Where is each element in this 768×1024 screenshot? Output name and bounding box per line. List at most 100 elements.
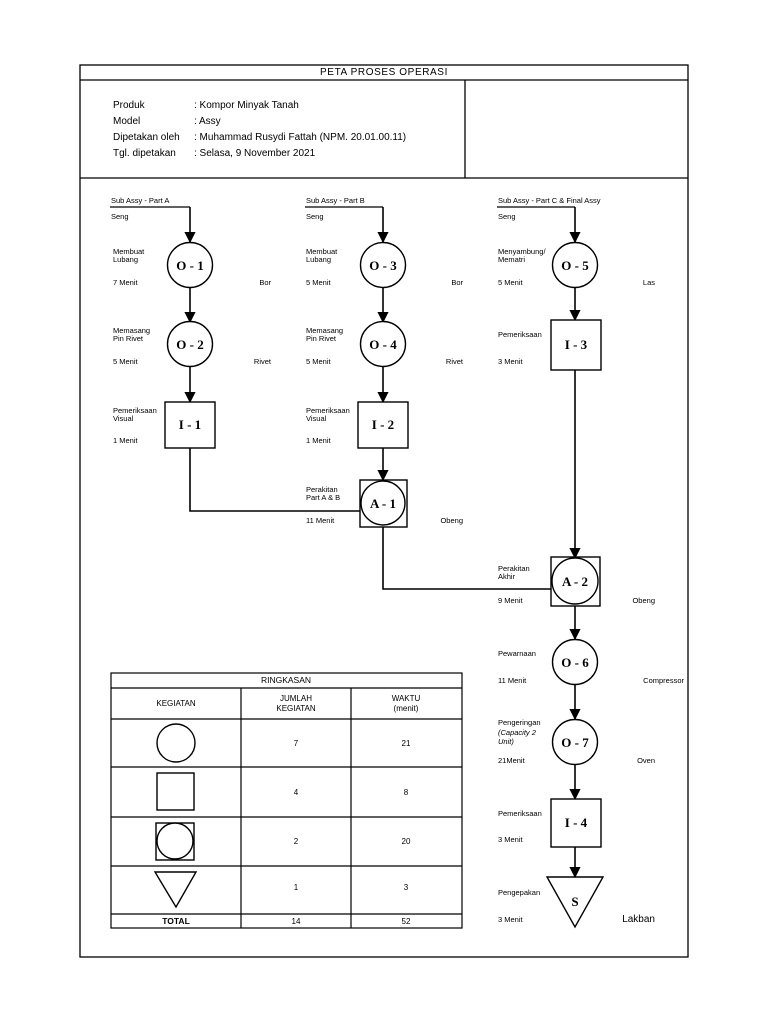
column-c-title: Sub Assy - Part C & Final Assy	[498, 196, 601, 205]
node-o2-desc2: Pin Rivet	[113, 334, 144, 343]
summary-col-time-2: (menit)	[394, 704, 419, 713]
node-a1-time: 11 Menit	[306, 516, 335, 525]
summary-row-1-time: 21	[402, 739, 411, 748]
node-o3: O - 3 Membuat Lubang 5 Menit Bor	[306, 241, 464, 289]
summary-inspection-icon	[156, 772, 195, 811]
info-block: Produk : Kompor Minyak Tanah Model : Ass…	[113, 100, 406, 159]
node-a1-desc2: Part A & B	[306, 493, 340, 502]
node-o6-time: 11 Menit	[498, 676, 527, 685]
node-a1: A - 1 Perakitan Part A & B 11 Menit Oben…	[306, 479, 463, 528]
node-o3-desc2: Lubang	[306, 255, 331, 264]
summary-col-time-1: WAKTU	[392, 694, 421, 703]
node-a1-code: A - 1	[370, 496, 396, 511]
node-s-time: 3 Menit	[498, 915, 524, 924]
node-o7-tool: Oven	[637, 756, 655, 765]
node-a1-desc: Perakitan	[306, 485, 338, 494]
column-a-header: Sub Assy - Part A Seng	[110, 196, 190, 221]
node-o3-desc: Membuat	[306, 247, 338, 256]
info-value-date: : Selasa, 9 November 2021	[194, 148, 316, 159]
node-o2-time: 5 Menit	[113, 357, 139, 366]
node-o7: O - 7 Pengeringan (Capacity 2 Unit) 21Me…	[498, 718, 655, 766]
node-o4-time: 5 Menit	[306, 357, 332, 366]
summary-row-3-count: 2	[294, 837, 299, 846]
node-o6-code: O - 6	[561, 655, 589, 670]
node-o4-desc: Memasang	[306, 326, 343, 335]
summary-total-time: 52	[402, 917, 411, 926]
summary-row-1-count: 7	[294, 739, 299, 748]
node-o4-tool: Rivet	[446, 357, 464, 366]
node-o2: O - 2 Memasang Pin Rivet 5 Menit Rivet	[113, 320, 272, 368]
node-i1-time: 1 Menit	[113, 436, 139, 445]
column-a-title: Sub Assy - Part A	[111, 196, 169, 205]
node-o1-time: 7 Menit	[113, 278, 139, 287]
summary-col-activity: KEGIATAN	[156, 699, 195, 708]
node-i3-code: I - 3	[565, 337, 588, 352]
info-label-model: Model	[113, 116, 140, 127]
node-o1-desc2: Lubang	[113, 255, 138, 264]
summary-total-count: 14	[292, 917, 301, 926]
column-b-header: Sub Assy - Part B Seng	[305, 196, 383, 221]
node-i3-time: 3 Menit	[498, 357, 524, 366]
node-i2-desc2: Visual	[306, 414, 327, 423]
node-o3-tool: Bor	[451, 278, 463, 287]
summary-row-2-count: 4	[294, 788, 299, 797]
node-s-tool: Lakban	[622, 914, 655, 925]
summary-total-label: TOTAL	[162, 916, 190, 926]
node-s: S Pengepakan 3 Menit Lakban	[498, 876, 655, 929]
node-o2-tool: Rivet	[254, 357, 272, 366]
node-o7-desc3: Unit)	[498, 737, 514, 746]
summary-col-count-1: JUMLAH	[280, 694, 312, 703]
node-o1-code: O - 1	[176, 258, 203, 273]
node-o2-desc: Memasang	[113, 326, 150, 335]
node-o3-code: O - 3	[369, 258, 397, 273]
node-i4-time: 3 Menit	[498, 835, 524, 844]
column-c-header: Sub Assy - Part C & Final Assy Seng	[497, 196, 601, 221]
summary-table: RINGKASAN KEGIATAN JUMLAH KEGIATAN WAKTU…	[110, 672, 463, 929]
node-o7-time: 21Menit	[498, 756, 526, 765]
node-i1: I - 1 Pemeriksaan Visual 1 Menit	[113, 401, 216, 449]
column-a-material: Seng	[111, 212, 129, 221]
node-o4-code: O - 4	[369, 337, 397, 352]
node-o6-tool: Compressor	[643, 676, 684, 685]
node-o2-code: O - 2	[176, 337, 203, 352]
node-i4: I - 4 Pemeriksaan 3 Menit	[498, 798, 602, 848]
summary-operation-icon	[156, 723, 196, 763]
node-s-desc: Pengepakan	[498, 888, 540, 897]
node-s-code: S	[571, 894, 578, 909]
node-i2-code: I - 2	[372, 417, 394, 432]
node-o4-desc2: Pin Rivet	[306, 334, 337, 343]
info-label-date: Tgl. dipetakan	[113, 148, 176, 159]
summary-row-4-time: 3	[404, 883, 409, 892]
info-value-mapper: : Muhammad Rusydi Fattah (NPM. 20.01.00.…	[194, 132, 406, 143]
node-i2: I - 2 Pemeriksaan Visual 1 Menit	[306, 401, 409, 449]
node-a2-desc2: Akhir	[498, 572, 516, 581]
node-o5-desc2: Mematri	[498, 255, 525, 264]
node-a2: A - 2 Perakitan Akhir 9 Menit Obeng	[498, 556, 655, 607]
chart-title: PETA PROSES OPERASI	[320, 67, 448, 78]
page-frame	[79, 64, 689, 958]
node-a1-tool: Obeng	[440, 516, 463, 525]
summary-combined-circle-icon	[156, 822, 194, 860]
node-i1-desc2: Visual	[113, 414, 134, 423]
node-a2-code: A - 2	[562, 574, 588, 589]
node-i1-desc: Pemeriksaan	[113, 406, 157, 415]
node-o1-desc: Membuat	[113, 247, 145, 256]
node-i1-code: I - 1	[179, 417, 201, 432]
node-o1-tool: Bor	[259, 278, 271, 287]
node-o7-desc2: (Capacity 2	[498, 728, 537, 737]
node-a2-desc: Perakitan	[498, 564, 530, 573]
summary-storage-icon	[153, 871, 198, 909]
node-o5-time: 5 Menit	[498, 278, 524, 287]
node-o3-time: 5 Menit	[306, 278, 332, 287]
node-o7-code: O - 7	[561, 735, 589, 750]
info-value-product: : Kompor Minyak Tanah	[194, 100, 299, 111]
info-label-product: Produk	[113, 100, 146, 111]
column-c-material: Seng	[498, 212, 516, 221]
node-i2-desc: Pemeriksaan	[306, 406, 350, 415]
summary-col-count-2: KEGIATAN	[276, 704, 315, 713]
summary-title: RINGKASAN	[261, 675, 311, 685]
column-b-title: Sub Assy - Part B	[306, 196, 365, 205]
summary-row-4-count: 1	[294, 883, 299, 892]
node-i2-time: 1 Menit	[306, 436, 332, 445]
node-o5-desc: Menyambung/	[498, 247, 546, 256]
